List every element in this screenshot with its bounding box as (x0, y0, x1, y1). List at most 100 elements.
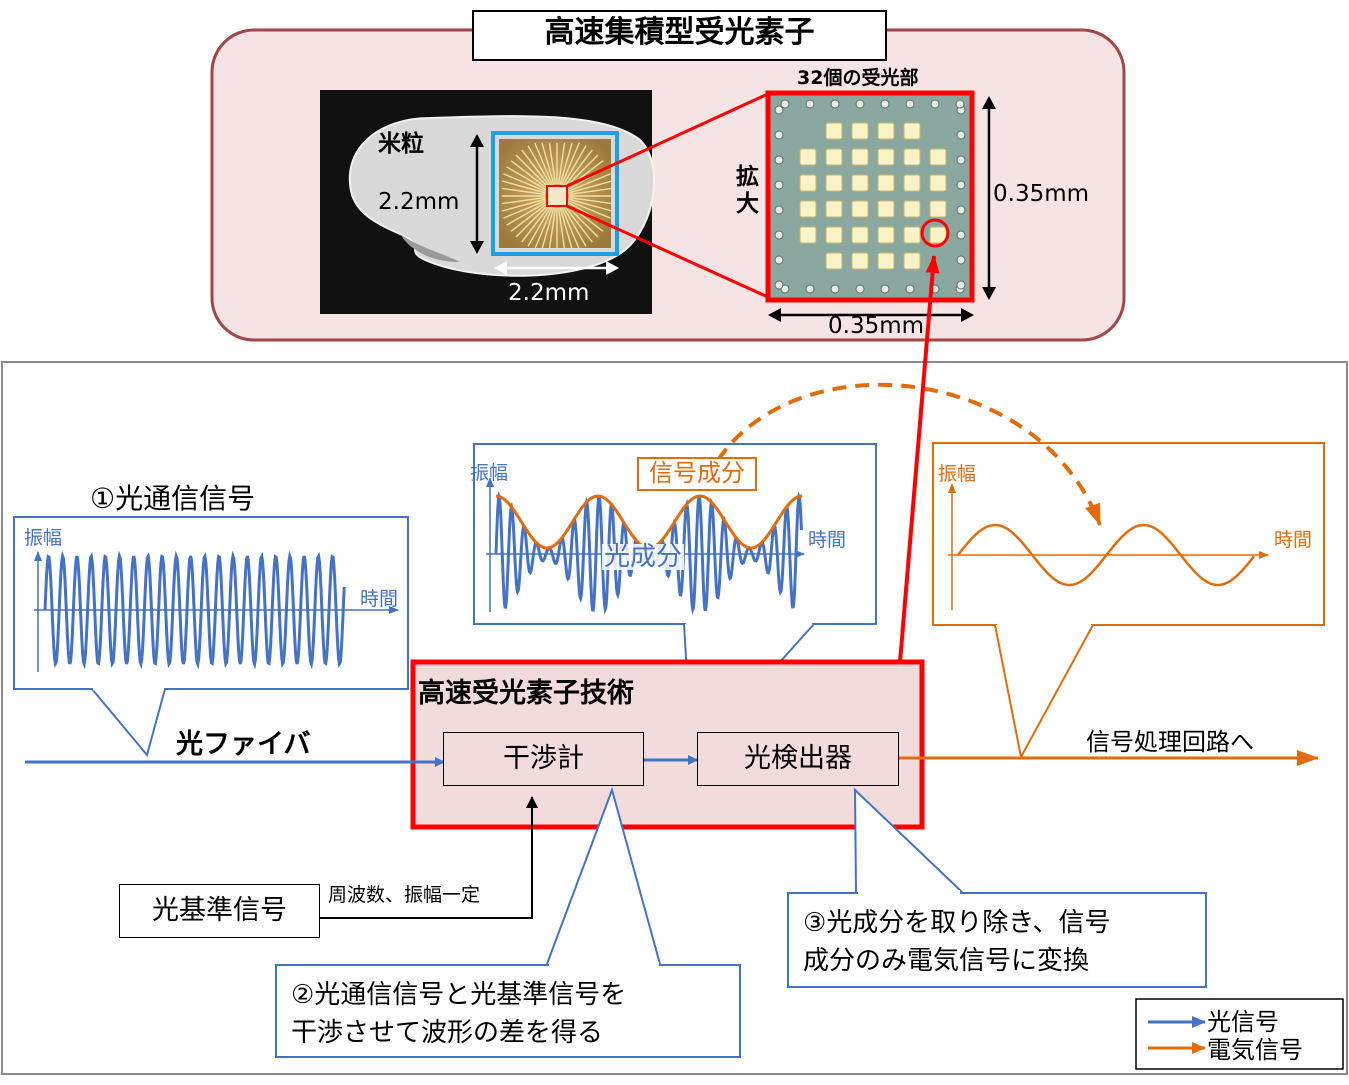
chip-wire (568, 196, 613, 205)
bond-pad (905, 99, 915, 109)
note2-pointer-join (549, 962, 659, 966)
to-processing-label: 信号処理回路へ (1086, 728, 1254, 756)
legend-electrical-label: 電気信号 (1207, 1036, 1303, 1064)
zoom-line-bottom (566, 204, 771, 300)
bond-pad (855, 284, 865, 294)
bond-pad (774, 155, 784, 165)
receiver-pad (929, 174, 947, 192)
step3-line2: 成分のみ電気信号に変換 (803, 946, 1090, 976)
chip-wire (567, 199, 611, 219)
panel3-amplitude-label: 振幅 (938, 463, 977, 485)
bond-pad (774, 180, 784, 190)
tech-block-title: 高速受光素子技術 (418, 678, 634, 709)
photodetector-box: 光検出器 (697, 732, 899, 786)
receiver-pad (877, 174, 895, 192)
interferometer-box: 干渉計 (443, 732, 644, 786)
dim-label-horizontal-large: 0.35mm (828, 313, 925, 339)
receiver-pad (903, 252, 921, 270)
receiver-pad (877, 226, 895, 244)
chip-wire (560, 142, 580, 186)
chip-wire (515, 154, 550, 189)
bond-pad (855, 99, 865, 109)
receiver-pad (903, 174, 921, 192)
bond-pad (956, 230, 966, 240)
dim-label-vertical-small: 2.2mm (378, 189, 460, 215)
receiver-pad (799, 174, 817, 192)
chip-wire (510, 202, 548, 232)
receiver-pad-grid (774, 99, 966, 294)
chip-wire (527, 206, 552, 247)
chip-wire (562, 206, 587, 247)
bond-pad (780, 99, 790, 109)
dim-label-vertical-large: 0.35mm (993, 181, 1090, 207)
chip-wire (534, 206, 554, 250)
reference-note: 周波数、振幅一定 (328, 884, 481, 906)
step3-line1: ③光成分を取り除き、信号 (803, 908, 1111, 938)
panel3-time-label: 時間 (1274, 529, 1313, 551)
chip-wire (541, 142, 555, 185)
receiver-pad (877, 122, 895, 140)
dim-label-horizontal-small: 2.2mm (508, 280, 590, 306)
chip-wire (503, 173, 547, 193)
panel-electrical (932, 442, 1325, 626)
step2-line1: ②光通信信号と光基準信号を (291, 980, 627, 1010)
electrical-signal-wave (957, 523, 1255, 587)
chip-wire (560, 206, 580, 250)
legend-optical-label: 光信号 (1207, 1008, 1279, 1036)
reference-signal-box: 光基準信号 (119, 884, 320, 938)
bond-pad (930, 99, 940, 109)
chip-wire (521, 205, 551, 243)
receiver-pad (825, 252, 843, 270)
chip-wire (564, 203, 599, 238)
bond-pad (956, 205, 966, 215)
bond-pad (955, 99, 965, 109)
chip-wire (564, 154, 599, 189)
chip-link-arrow (898, 255, 940, 663)
panel2-time-label: 時間 (808, 529, 847, 551)
receiver-pad (851, 226, 869, 244)
chip-wire (501, 180, 546, 194)
bond-pad (774, 230, 784, 240)
receiver-pad (825, 200, 843, 218)
panel1-amplitude-label: 振幅 (24, 527, 63, 549)
tech-block (410, 659, 925, 830)
top-title: 高速集積型受光素子 (544, 15, 815, 50)
legend-box (1135, 998, 1344, 1070)
bond-pad (805, 99, 815, 109)
bond-pad (905, 284, 915, 294)
enlarged-array (765, 90, 975, 303)
receiver-pad (851, 200, 869, 218)
signal-transfer-arrow (716, 382, 1102, 526)
receiver-pad (825, 148, 843, 166)
step3-note: ③光成分を取り除き、信号 成分のみ電気信号に変換 (787, 892, 1207, 988)
rice-shadow (400, 234, 460, 262)
chip-wire (534, 142, 554, 186)
chip-wire (568, 187, 613, 196)
bond-pad (880, 284, 890, 294)
receiver-pad (799, 226, 817, 244)
note3-pointer (853, 787, 963, 893)
receiver-pad (877, 148, 895, 166)
step2-note: ②光通信信号と光基準信号を 干渉させて波形の差を得る (275, 964, 741, 1058)
reference-line (320, 796, 538, 919)
chip-wire (567, 173, 611, 193)
receiver-pad (903, 200, 921, 218)
receiver-pad (799, 148, 817, 166)
receiver-pad (877, 200, 895, 218)
chip-wire (562, 145, 587, 186)
receiver-pad (903, 122, 921, 140)
chip-wire (563, 149, 593, 187)
chip-wire (503, 199, 547, 219)
receiver-pad (825, 122, 843, 140)
receiver-pad (825, 226, 843, 244)
chip-wire (563, 205, 593, 243)
chip-wire (527, 145, 552, 186)
receiver-pad (825, 174, 843, 192)
chip-wire (515, 203, 550, 238)
chip-wire (548, 207, 557, 250)
top-title-box (472, 10, 887, 61)
bond-pad (956, 280, 966, 290)
bond-pad (956, 255, 966, 265)
panel1-title: ①光通信信号 (90, 482, 256, 515)
bond-pad (774, 280, 784, 290)
